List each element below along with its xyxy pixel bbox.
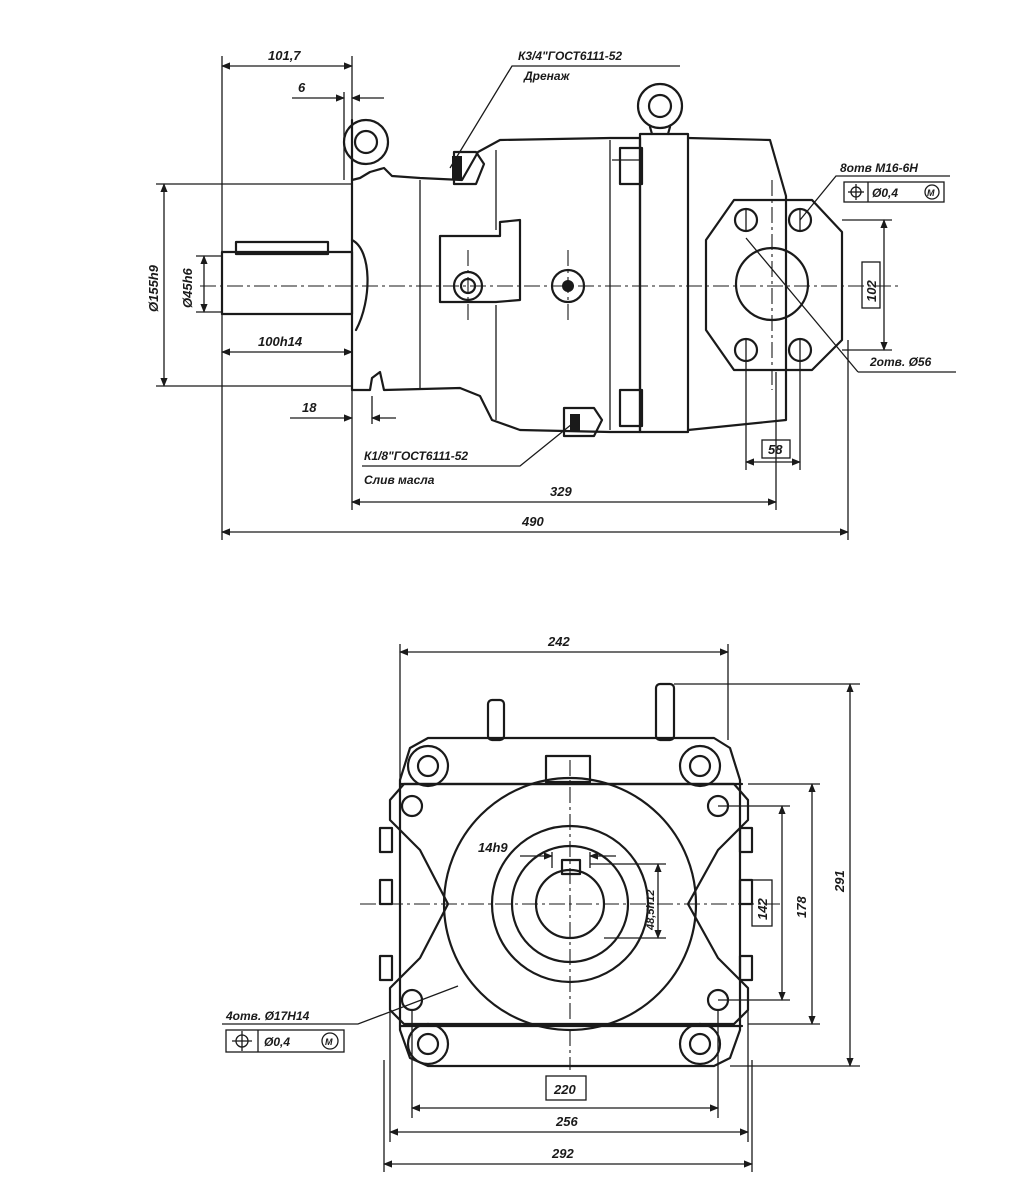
- max-material-icon: [321, 1032, 339, 1050]
- corner-bolts: [400, 744, 730, 1066]
- max-material-letter: M: [927, 188, 935, 198]
- holes-17-note: 4отв. Ø17H14: [225, 1009, 310, 1023]
- max-material-icon: [924, 184, 940, 200]
- dim-142-label: 142: [755, 898, 770, 920]
- position-tolerance-icon: [232, 1031, 252, 1051]
- oil-drain-fitting: [562, 406, 604, 438]
- dim-490: 490: [221, 314, 849, 540]
- dim-48-5-label: 48,5h12: [645, 890, 657, 931]
- dim-292-label: 292: [551, 1146, 574, 1161]
- dim-178-label: 178: [794, 896, 809, 918]
- dim-45h6: Ø45h6: [180, 255, 222, 313]
- drain-fitting: [452, 150, 486, 186]
- dim-242: 242: [399, 634, 729, 784]
- dim-58: 58: [745, 362, 801, 470]
- dim-256-label: 256: [555, 1114, 578, 1129]
- dim-6-label: 6: [298, 80, 306, 95]
- callout-oil: К1/8"ГОСТ6111-52 Слив масла: [362, 423, 573, 487]
- tol-m16-value: Ø0,4: [872, 186, 898, 200]
- housing-front: [398, 736, 744, 1068]
- dim-291-label: 291: [832, 870, 847, 893]
- drain-thread-note: К3/4"ГОСТ6111-52: [518, 49, 622, 63]
- dim-291: 291: [674, 683, 860, 1067]
- dim-178: 178: [748, 783, 820, 1025]
- pump-body-side: [350, 118, 788, 434]
- dim-242-label: 242: [547, 634, 570, 649]
- callout-17h14: 4отв. Ø17H14 Ø0,4 M: [222, 985, 459, 1053]
- dim-155h9-label: Ø155h9: [146, 264, 161, 312]
- dim-18: 18: [290, 396, 396, 424]
- dim-58-label: 58: [768, 442, 783, 457]
- dim-155h9: Ø155h9: [146, 183, 352, 387]
- dim-14h9-label: 14h9: [478, 840, 508, 855]
- max-material-letter: M: [325, 1037, 333, 1047]
- holes-56-note: 2отв. Ø56: [869, 355, 932, 369]
- drain-label-note: Дренаж: [523, 69, 571, 83]
- dim-101-7: 101,7: [221, 48, 353, 252]
- callout-56: 2отв. Ø56: [745, 237, 956, 373]
- oil-label-note: Слив масла: [364, 473, 435, 487]
- top-view: 101,7 6 Ø155h9 Ø45h6 100h14 1: [146, 48, 956, 540]
- studs-top: [486, 682, 676, 784]
- callout-m16: 8отв M16-6H Ø0,4 M: [799, 161, 950, 221]
- dim-329-label: 329: [550, 484, 572, 499]
- dim-292: 292: [383, 1060, 753, 1172]
- bolt-upper: [612, 146, 644, 186]
- position-tolerance-icon: [848, 184, 864, 200]
- holes-m16-note: 8отв M16-6H: [840, 161, 918, 175]
- mounting-flange-front: [388, 782, 750, 1026]
- dim-256: 256: [389, 1010, 749, 1142]
- oil-thread-note: К1/8"ГОСТ6111-52: [364, 449, 468, 463]
- dim-102-label: 102: [864, 280, 879, 302]
- dim-48-5: 48,5h12: [590, 863, 666, 939]
- dim-220-label: 220: [553, 1082, 576, 1097]
- dim-102: 102: [842, 219, 892, 351]
- eye-bolt-top: [636, 82, 684, 136]
- dim-142: 142: [718, 805, 790, 1001]
- outlet-flange: [704, 198, 844, 372]
- dim-14h9: 14h9: [478, 840, 616, 868]
- callout-drain: К3/4"ГОСТ6111-52 Дренаж: [449, 49, 680, 169]
- dim-18-label: 18: [302, 400, 317, 415]
- dim-45h6-label: Ø45h6: [180, 267, 195, 308]
- dim-101-7-label: 101,7: [268, 48, 301, 63]
- shaft: [220, 238, 369, 332]
- dim-6: 6: [292, 80, 384, 180]
- eye-bolt-left: [342, 118, 390, 166]
- bottom-view: 242 291 178 142 14h9: [222, 634, 860, 1172]
- dim-100h14: 100h14: [221, 334, 353, 356]
- tol-17-value: Ø0,4: [264, 1035, 290, 1049]
- dim-490-label: 490: [521, 514, 544, 529]
- dim-220: 220: [411, 1010, 719, 1118]
- dim-100h14-label: 100h14: [258, 334, 303, 349]
- dim-329: 329: [351, 372, 777, 510]
- bolt-lower: [618, 388, 644, 428]
